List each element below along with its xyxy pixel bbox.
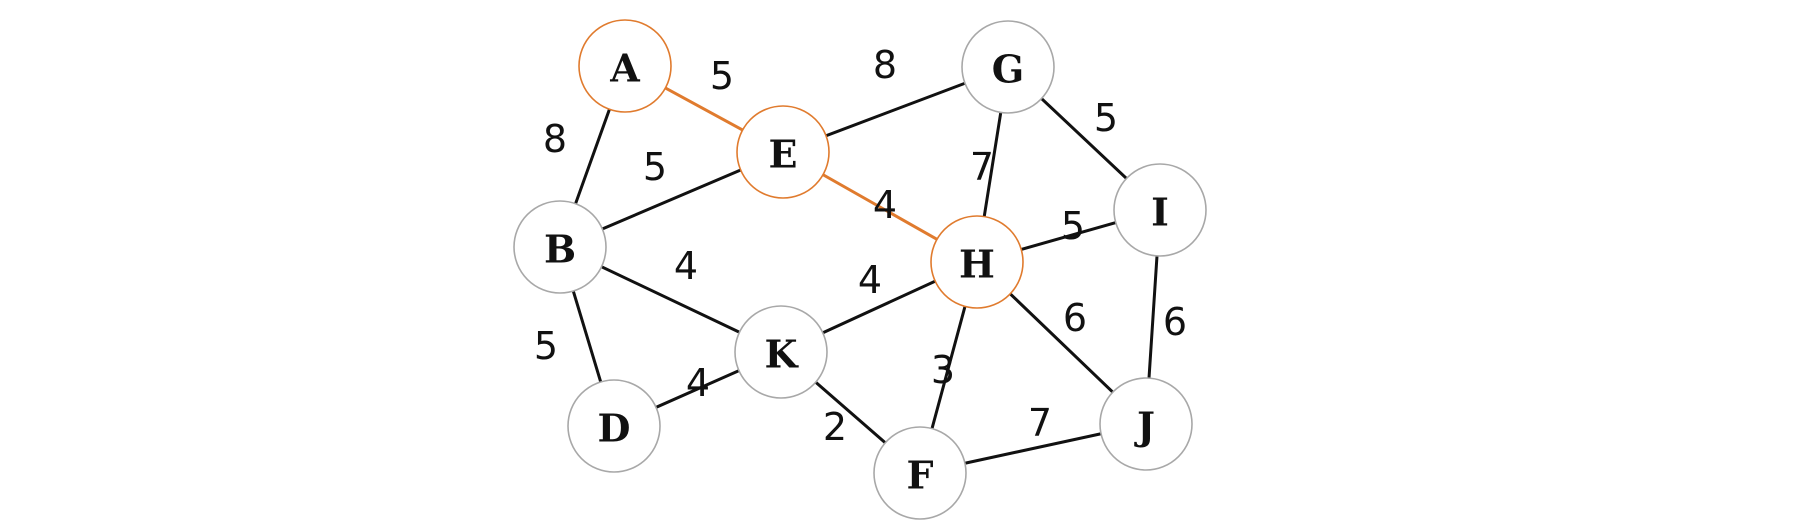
node-circle — [736, 105, 830, 199]
node-a: A — [578, 19, 672, 113]
edge-weight-e-h: 4 — [873, 183, 897, 227]
edge-weight-e-g: 8 — [873, 43, 897, 87]
edge-weight-b-e: 5 — [643, 145, 667, 189]
edge-weight-a-b: 8 — [543, 117, 567, 161]
node-circle — [513, 200, 607, 294]
node-label: H — [959, 242, 995, 287]
node-label: K — [764, 332, 799, 377]
node-g: G — [961, 20, 1055, 114]
node-j: J — [1099, 377, 1193, 471]
edge-weight-k-f: 2 — [823, 405, 847, 449]
node-circle — [567, 379, 661, 473]
node-label: D — [598, 406, 631, 451]
edge-weight-b-k: 4 — [674, 244, 698, 288]
edge-weight-b-d: 5 — [534, 324, 558, 368]
edge-weight-h-i: 5 — [1061, 204, 1085, 248]
edge-weight-g-i: 5 — [1094, 96, 1118, 140]
node-h: H — [930, 215, 1024, 309]
nodes-layer: A B D E K F G H I J — [513, 19, 1207, 520]
node-circle — [930, 215, 1024, 309]
node-circle — [961, 20, 1055, 114]
node-d: D — [567, 379, 661, 473]
edge-weight-k-h: 4 — [858, 258, 882, 302]
node-circle — [734, 305, 828, 399]
node-b: B — [513, 200, 607, 294]
edge-weight-d-k: 4 — [686, 361, 710, 405]
node-label: G — [992, 47, 1024, 92]
edge-weights-layer: 5 8 8 5 4 7 5 5 4 4 5 4 2 3 6 6 7 — [534, 43, 1187, 449]
edge-weight-a-e: 5 — [710, 54, 734, 98]
node-circle — [873, 426, 967, 520]
edge-weight-f-j: 7 — [1028, 401, 1052, 445]
node-label: A — [609, 46, 640, 91]
node-label: J — [1134, 404, 1155, 449]
node-circle — [1099, 377, 1193, 471]
node-circle — [578, 19, 672, 113]
node-label: F — [907, 453, 934, 498]
edge-weight-g-h: 7 — [970, 145, 994, 189]
node-k: K — [734, 305, 828, 399]
node-i: I — [1113, 163, 1207, 257]
node-circle — [1113, 163, 1207, 257]
edge-weight-i-j: 6 — [1163, 300, 1187, 344]
node-f: F — [873, 426, 967, 520]
edge-weight-h-j: 6 — [1063, 296, 1087, 340]
node-label: I — [1151, 190, 1169, 235]
node-label: B — [544, 227, 576, 272]
edge-weight-h-f: 3 — [931, 348, 955, 392]
node-label: E — [769, 132, 798, 177]
node-e: E — [736, 105, 830, 199]
